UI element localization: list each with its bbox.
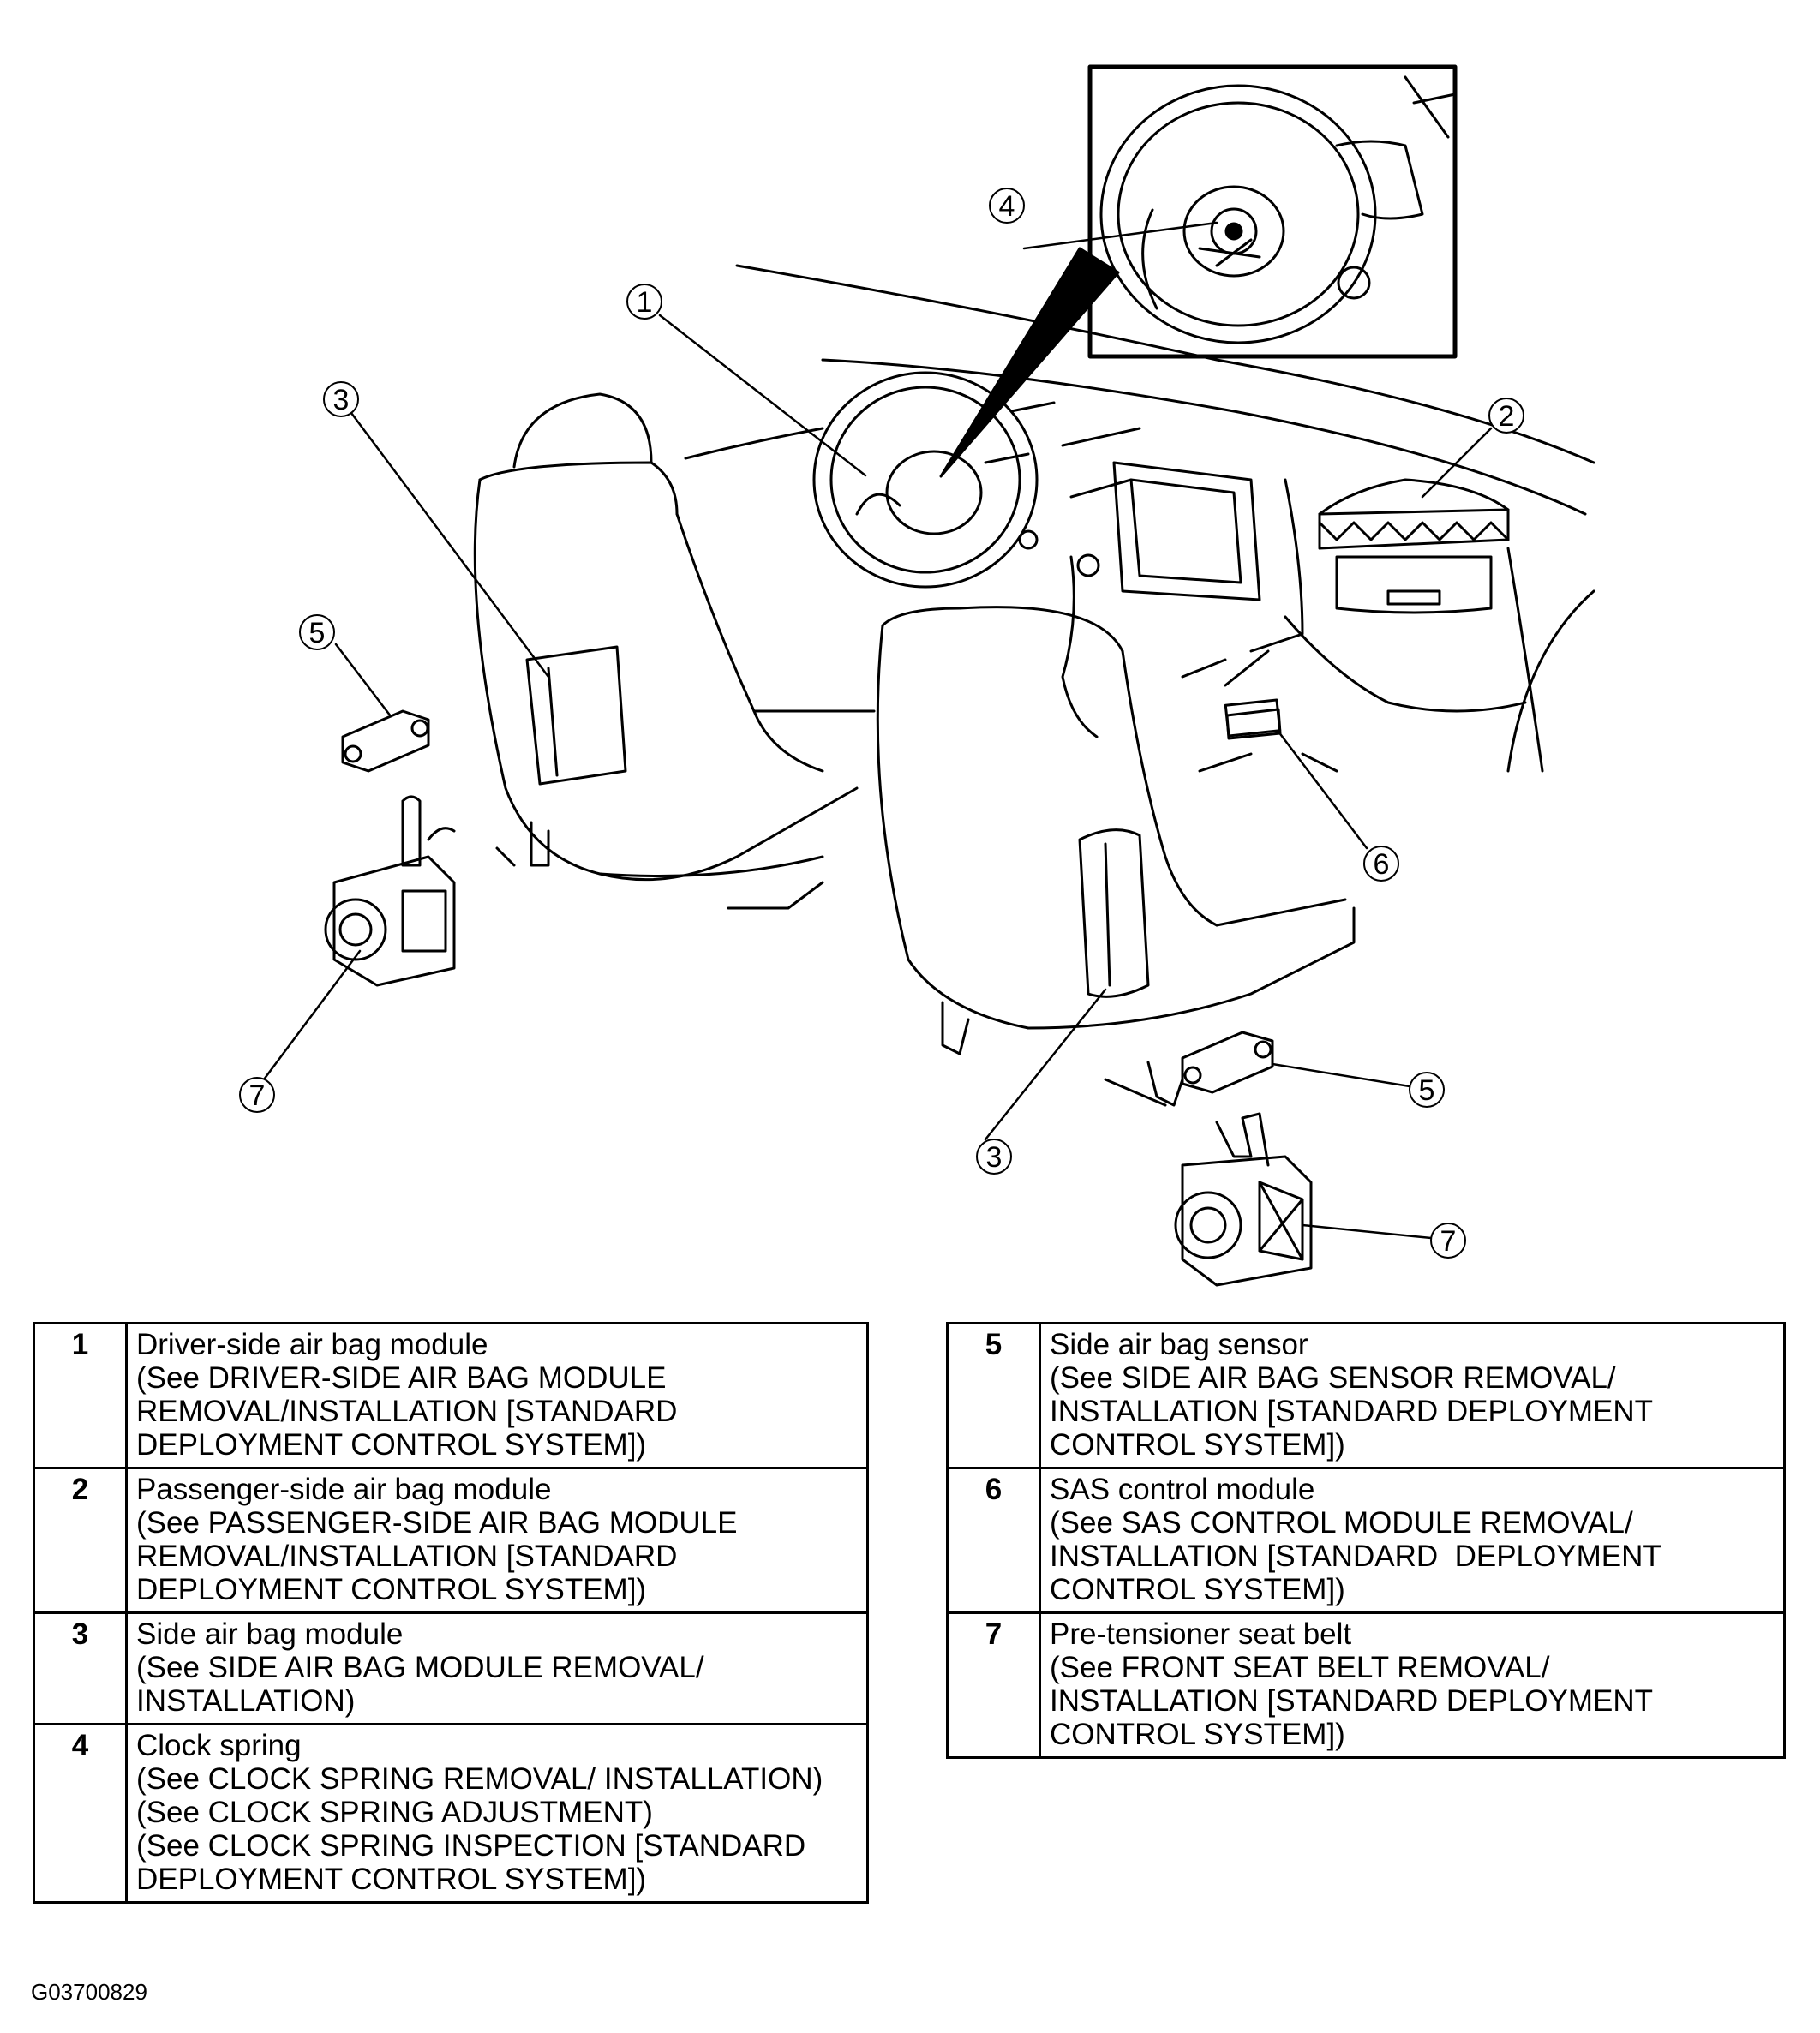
part-ref: CONTROL SYSTEM]) bbox=[1050, 1718, 1345, 1751]
part-ref: CONTROL SYSTEM]) bbox=[1050, 1428, 1345, 1462]
callout-7-lower: 7 bbox=[1430, 1223, 1466, 1259]
part-name: SAS control module bbox=[1050, 1473, 1315, 1506]
callout-3-upper-label: 3 bbox=[333, 384, 350, 416]
table-row: 2 Passenger-side air bag module (See PAS… bbox=[33, 1467, 869, 1614]
part-number: 6 bbox=[946, 1467, 1041, 1614]
pretensioner-right bbox=[1174, 1112, 1313, 1287]
callout-5-lower-label: 5 bbox=[1419, 1074, 1435, 1107]
part-ref: (See FRONT SEAT BELT REMOVAL/ bbox=[1050, 1651, 1550, 1684]
part-ref: REMOVAL/INSTALLATION [STANDARD bbox=[136, 1395, 678, 1428]
part-ref: INSTALLATION [STANDARD DEPLOYMENT bbox=[1050, 1540, 1661, 1573]
table-row: 3 Side air bag module (See SIDE AIR BAG … bbox=[33, 1611, 869, 1725]
part-ref: (See CLOCK SPRING REMOVAL/ INSTALLATION) bbox=[136, 1762, 823, 1796]
parts-table-left: 1 Driver-side air bag module (See DRIVER… bbox=[33, 1322, 869, 1904]
table-row: 5 Side air bag sensor (See SIDE AIR BAG … bbox=[946, 1322, 1786, 1469]
table-row: 4 Clock spring (See CLOCK SPRING REMOVAL… bbox=[33, 1723, 869, 1904]
steering-wheel bbox=[812, 371, 1141, 589]
part-ref: (See CLOCK SPRING ADJUSTMENT) bbox=[136, 1796, 653, 1829]
callout-5-upper: 5 bbox=[299, 614, 335, 650]
part-ref: (See SAS CONTROL MODULE REMOVAL/ bbox=[1050, 1506, 1633, 1540]
driver-seat bbox=[473, 392, 876, 910]
sas-control-module bbox=[1224, 698, 1282, 738]
table-row: 6 SAS control module (See SAS CONTROL MO… bbox=[946, 1467, 1786, 1614]
parts-table-right: 5 Side air bag sensor (See SIDE AIR BAG … bbox=[946, 1322, 1786, 1759]
callout-5-lower: 5 bbox=[1409, 1072, 1445, 1108]
part-ref: INSTALLATION [STANDARD DEPLOYMENT bbox=[1050, 1684, 1653, 1718]
part-ref: REMOVAL/INSTALLATION [STANDARD bbox=[136, 1540, 678, 1573]
part-description: Side air bag module (See SIDE AIR BAG MO… bbox=[125, 1611, 869, 1725]
part-name: Side air bag module bbox=[136, 1617, 404, 1651]
part-ref: (See SIDE AIR BAG MODULE REMOVAL/ bbox=[136, 1651, 704, 1684]
figure-id: G03700829 bbox=[31, 1979, 147, 2005]
callout-3-lower: 3 bbox=[976, 1139, 1012, 1175]
part-ref: (See PASSENGER-SIDE AIR BAG MODULE bbox=[136, 1506, 738, 1540]
part-ref: INSTALLATION [STANDARD DEPLOYMENT bbox=[1050, 1395, 1653, 1428]
part-ref: (See SIDE AIR BAG SENSOR REMOVAL/ bbox=[1050, 1361, 1616, 1395]
inset-pointer bbox=[939, 247, 1120, 478]
callout-1: 1 bbox=[626, 284, 662, 320]
part-name: Side air bag sensor bbox=[1050, 1328, 1308, 1361]
side-airbag-sensor-right bbox=[1181, 1031, 1274, 1094]
callout-7-upper-label: 7 bbox=[249, 1079, 266, 1112]
pretensioner-left bbox=[324, 795, 456, 987]
part-number: 3 bbox=[33, 1611, 128, 1725]
callout-6-label: 6 bbox=[1374, 848, 1390, 881]
part-ref: (See DRIVER-SIDE AIR BAG MODULE bbox=[136, 1361, 667, 1395]
part-ref: (See CLOCK SPRING INSPECTION [STANDARD bbox=[136, 1829, 806, 1863]
part-number: 5 bbox=[946, 1322, 1041, 1469]
callout-3-upper: 3 bbox=[323, 381, 359, 417]
side-airbag-sensor-left bbox=[341, 709, 430, 773]
part-ref: CONTROL SYSTEM]) bbox=[1050, 1573, 1345, 1606]
part-ref: DEPLOYMENT CONTROL SYSTEM]) bbox=[136, 1573, 647, 1606]
part-number: 2 bbox=[33, 1467, 128, 1614]
part-number: 1 bbox=[33, 1322, 128, 1469]
callout-4: 4 bbox=[989, 188, 1025, 224]
part-description: Passenger-side air bag module (See PASSE… bbox=[125, 1467, 869, 1614]
dashboard bbox=[684, 264, 1595, 773]
callout-6: 6 bbox=[1363, 846, 1399, 882]
part-description: Driver-side air bag module (See DRIVER-S… bbox=[125, 1322, 869, 1469]
callout-1-label: 1 bbox=[637, 286, 653, 319]
callout-5-upper-label: 5 bbox=[309, 617, 326, 649]
part-name: Driver-side air bag module bbox=[136, 1328, 488, 1361]
part-description: Clock spring (See CLOCK SPRING REMOVAL/ … bbox=[125, 1723, 869, 1904]
table-row: 7 Pre-tensioner seat belt (See FRONT SEA… bbox=[946, 1611, 1786, 1759]
part-ref: INSTALLATION) bbox=[136, 1684, 356, 1718]
passenger-seat bbox=[876, 606, 1356, 1107]
callout-labels: 1 2 3 3 4 5 5 6 bbox=[239, 188, 1524, 1259]
part-description: SAS control module (See SAS CONTROL MODU… bbox=[1039, 1467, 1786, 1614]
part-number: 4 bbox=[33, 1723, 128, 1904]
callout-2-label: 2 bbox=[1499, 400, 1515, 433]
clock-spring-inset bbox=[1087, 64, 1458, 359]
callout-7-upper: 7 bbox=[239, 1077, 275, 1113]
part-ref: DEPLOYMENT CONTROL SYSTEM]) bbox=[136, 1428, 647, 1462]
part-description: Side air bag sensor (See SIDE AIR BAG SE… bbox=[1039, 1322, 1786, 1469]
table-row: 1 Driver-side air bag module (See DRIVER… bbox=[33, 1322, 869, 1469]
part-number: 7 bbox=[946, 1611, 1041, 1759]
airbag-system-illustration: 1 2 3 3 4 5 5 6 bbox=[239, 64, 1595, 1287]
passenger-airbag-module bbox=[1318, 478, 1510, 614]
part-name: Clock spring bbox=[136, 1729, 302, 1762]
callout-3-lower-label: 3 bbox=[986, 1141, 1003, 1174]
part-description: Pre-tensioner seat belt (See FRONT SEAT … bbox=[1039, 1611, 1786, 1759]
callout-7-lower-label: 7 bbox=[1440, 1225, 1457, 1258]
callout-2: 2 bbox=[1488, 398, 1524, 434]
callout-4-label: 4 bbox=[999, 190, 1015, 223]
part-name: Pre-tensioner seat belt bbox=[1050, 1617, 1352, 1651]
part-name: Passenger-side air bag module bbox=[136, 1473, 552, 1506]
part-ref: DEPLOYMENT CONTROL SYSTEM]) bbox=[136, 1863, 647, 1896]
leader-lines bbox=[262, 221, 1493, 1240]
